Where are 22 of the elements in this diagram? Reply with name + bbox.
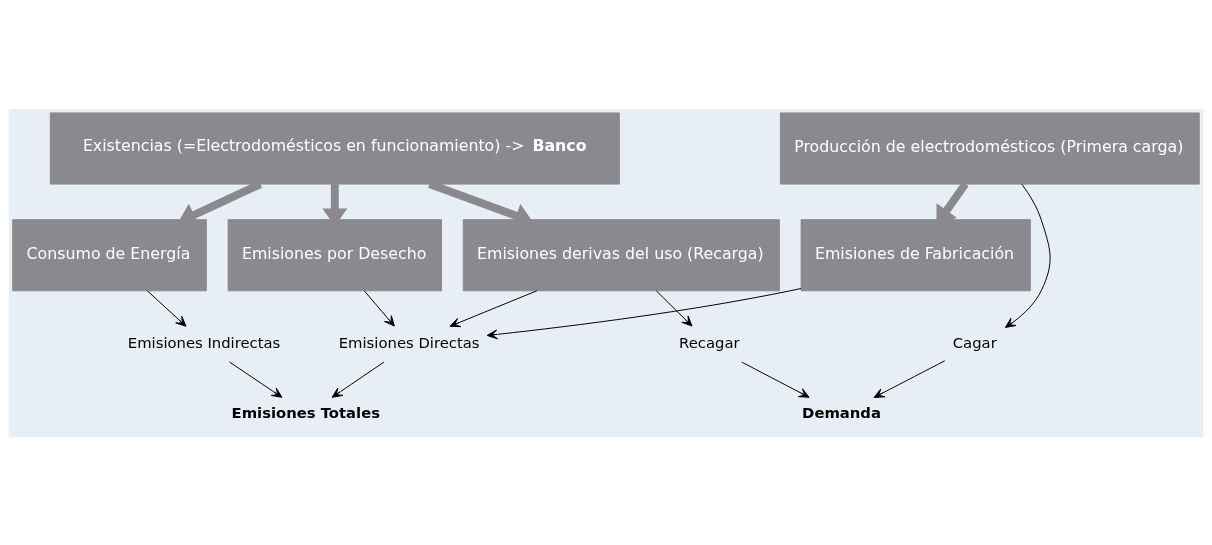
arrow: [331, 361, 385, 398]
node-box: Emisiones de Fabricación: [800, 218, 1031, 291]
node-box: Emisiones derivas del uso (Recarga): [462, 218, 780, 291]
arrow: [1004, 183, 1051, 328]
node-box: Emisiones por Desecho: [227, 218, 442, 291]
node-box: Producción de electrodomésticos (Primera carga): [779, 111, 1200, 185]
node-box: Existencias (=Electrodomésticos en funcionamiento) -> Banco: [49, 111, 620, 185]
arrow: [449, 289, 538, 327]
arrow: [873, 359, 946, 398]
arrow: [363, 289, 395, 327]
arrow: [146, 289, 187, 327]
node-text: Emisiones Directas: [338, 333, 480, 351]
arrow: [229, 361, 283, 398]
node-text: Emisiones Indirectas: [127, 333, 281, 351]
node-text: Demanda: [802, 403, 881, 421]
node-box: Consumo de Energía: [12, 218, 207, 291]
node-text: Emisiones Totales: [231, 403, 380, 421]
arrow: [486, 287, 802, 339]
arrow: [655, 289, 693, 327]
node-text: Recagar: [679, 333, 740, 351]
arrow: [741, 361, 810, 398]
node-text: Cagar: [952, 333, 997, 351]
